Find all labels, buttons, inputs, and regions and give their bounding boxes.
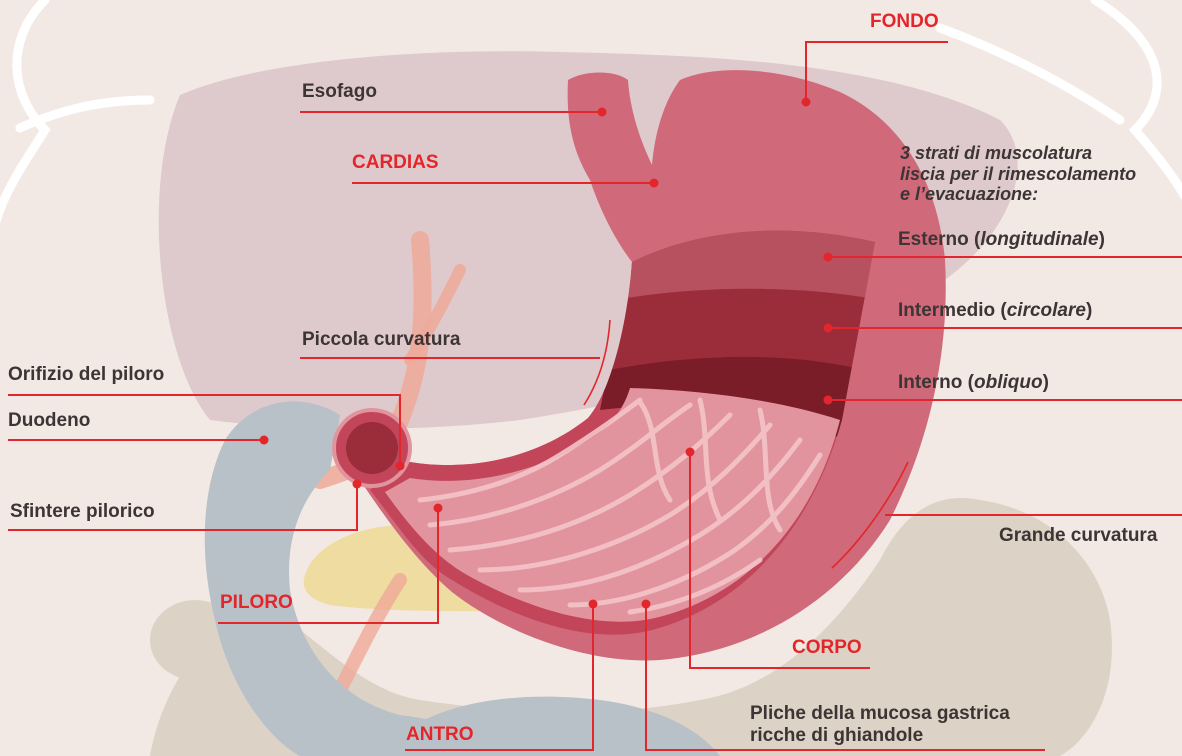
label-intermedio-italic: circolare (1007, 300, 1086, 321)
label-esterno-italic: longitudinale (980, 229, 1098, 250)
rib-cage-outline (0, 0, 150, 260)
label-interno-close: ) (1043, 372, 1049, 393)
pliche-line-1: Pliche della mucosa gastrica (750, 703, 1010, 725)
note-line-2: liscia per il rimescolamento (900, 164, 1136, 185)
label-muscle-layers-note: 3 strati di muscolatura liscia per il ri… (900, 143, 1136, 205)
label-corpo: CORPO (792, 637, 862, 659)
label-piccola-curvatura: Piccola curvatura (302, 329, 460, 351)
label-esterno-text: Esterno ( (898, 229, 980, 250)
note-line-3: e l’evacuazione: (900, 184, 1136, 205)
label-interno-italic: obliquo (974, 372, 1043, 393)
label-grande-curvatura: Grande curvatura (999, 525, 1157, 547)
pylorus-orifice (346, 422, 398, 474)
label-duodeno: Duodeno (8, 410, 90, 432)
label-intermedio-close: ) (1086, 300, 1092, 321)
label-interno-text: Interno ( (898, 372, 974, 393)
label-orifizio-del-piloro: Orifizio del piloro (8, 364, 164, 386)
label-esterno: Esterno (longitudinale) (898, 229, 1105, 251)
label-intermedio: Intermedio (circolare) (898, 300, 1092, 322)
label-sfintere-pilorico: Sfintere pilorico (10, 501, 155, 523)
label-esterno-close: ) (1099, 229, 1105, 250)
pliche-line-2: ricche di ghiandole (750, 725, 1010, 747)
label-intermedio-text: Intermedio ( (898, 300, 1007, 321)
label-fondo: FONDO (870, 11, 939, 33)
note-line-1: 3 strati di muscolatura (900, 143, 1136, 164)
label-antro: ANTRO (406, 724, 474, 746)
label-cardias: CARDIAS (352, 152, 439, 174)
label-interno: Interno (obliquo) (898, 372, 1049, 394)
label-pliche-mucosa: Pliche della mucosa gastrica ricche di g… (750, 703, 1010, 747)
label-esofago: Esofago (302, 81, 377, 103)
label-piloro: PILORO (220, 592, 293, 614)
